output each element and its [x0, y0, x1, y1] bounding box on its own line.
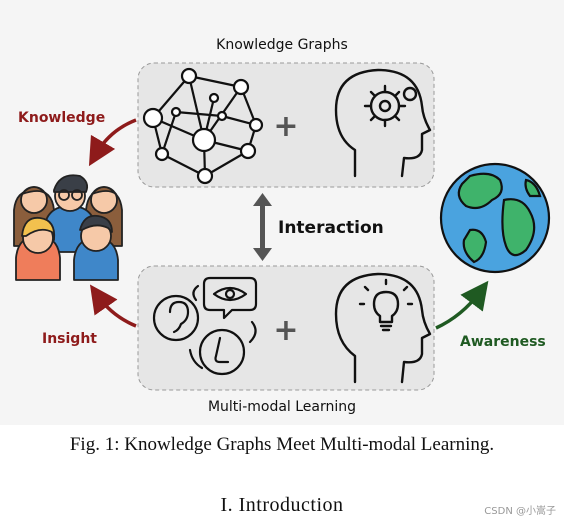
plus-sign-bottom: + [273, 313, 298, 348]
interaction-label: Interaction [278, 218, 384, 238]
knowledge-graph-network-icon [142, 67, 264, 185]
knowledge-graphs-title: Knowledge Graphs [216, 37, 348, 53]
plus-sign-top: + [273, 109, 298, 144]
awareness-label: Awareness [460, 334, 546, 350]
awareness-arrow [435, 280, 489, 330]
multimodal-learning-box [137, 265, 435, 391]
multimodal-learning-title: Multi-modal Learning [207, 399, 357, 415]
knowledge-arrow [88, 118, 137, 167]
figure-illustration: + + [13, 62, 551, 391]
interaction-double-arrow [253, 193, 272, 261]
insight-label: Insight [42, 331, 97, 347]
figure-caption: Fig. 1: Knowledge Graphs Meet Multi-moda… [69, 434, 495, 455]
head-lightbulb-icon [334, 272, 432, 384]
insight-arrow [89, 284, 137, 328]
head-gears-icon [334, 68, 432, 178]
senses-icon [152, 276, 258, 376]
knowledge-label: Knowledge [18, 110, 106, 126]
earth-globe-icon [439, 162, 551, 274]
people-group-icon [13, 174, 123, 281]
watermark: CSDN @小嵩子 [484, 506, 556, 517]
section-heading: I. Introduction [220, 494, 344, 516]
